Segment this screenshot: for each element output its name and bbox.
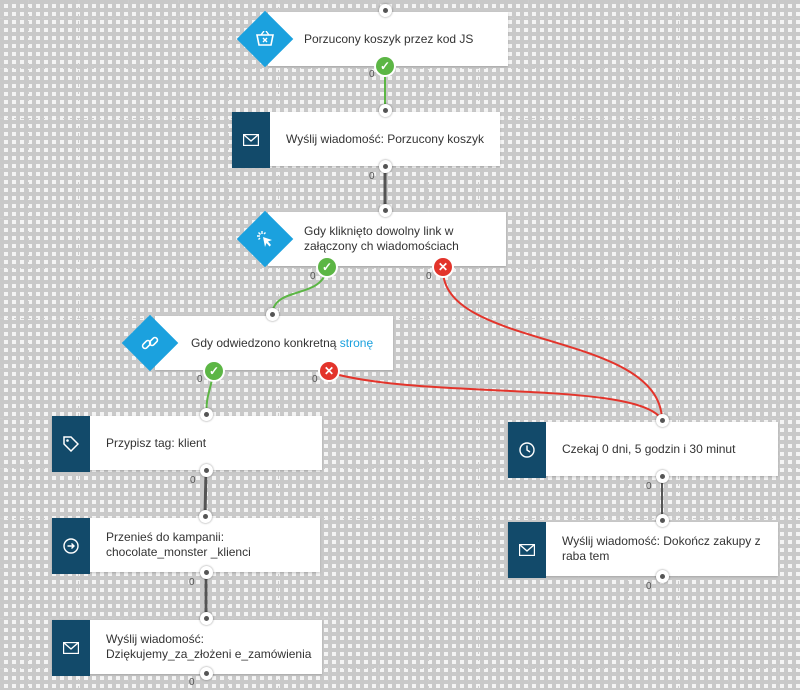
action-square [508,522,546,578]
count-label: 0 [312,374,318,385]
action-square [232,112,270,168]
node-label: Czekaj 0 dni, 5 godzin i 30 minut [562,441,736,456]
grid-line [0,268,800,269]
input-port[interactable] [379,204,392,217]
node-label-text: Gdy odwiedzono konkretną [191,335,340,350]
condition-diamond[interactable] [121,314,179,372]
yes-badge[interactable]: ✓ [376,57,394,75]
cursor-click-icon [257,231,272,247]
action-square [508,422,546,478]
node-send-finish[interactable]: Wyślij wiadomość: Dokończ zakupy z raba … [508,522,778,578]
condition-diamond[interactable] [236,210,294,268]
connector-line [327,371,663,421]
count-label: 0 [426,271,432,282]
node-label: Gdy odwiedzono konkretną stronę [191,336,383,351]
node-label: Wyślij wiadomość: Dziękujemy_za_złożeni … [106,632,312,661]
action-square [52,620,90,676]
input-port[interactable] [656,414,669,427]
count-label: 0 [646,581,652,592]
grid-line [628,0,629,690]
yes-badge[interactable]: ✓ [318,258,336,276]
input-port[interactable] [200,408,213,421]
grid-line [0,368,800,369]
count-label: 0 [369,69,375,80]
output-port[interactable] [200,464,213,477]
output-port[interactable] [656,470,669,483]
input-port[interactable] [200,612,213,625]
grid-line [728,0,729,690]
grid-line [0,668,800,669]
count-label: 0 [310,271,316,282]
node-page-visited[interactable]: Gdy odwiedzono konkretną stronę [155,316,393,370]
output-port[interactable] [200,566,213,579]
no-badge[interactable]: ✕ [320,362,338,380]
count-label: 0 [369,171,375,182]
envelope-icon [243,134,259,146]
count-label: 0 [189,677,195,688]
grid-line [478,0,479,690]
node-label: Gdy kliknięto dowolny link w załączony c… [304,224,459,253]
input-port[interactable] [379,104,392,117]
node-label: Porzucony koszyk przez kod JS [304,31,474,46]
grid-line [578,0,579,690]
grid-line [0,468,800,469]
page-link[interactable]: stronę [339,335,374,350]
action-square [52,416,90,472]
input-port[interactable] [266,308,279,321]
grid-line [678,0,679,690]
grid-line [0,518,800,519]
grid-line [778,0,779,690]
output-port[interactable] [200,667,213,680]
envelope-icon [519,544,535,556]
grid-line [78,0,79,690]
grid-line [0,618,800,619]
grid-line [428,0,429,690]
action-square [52,518,90,574]
output-port[interactable] [379,160,392,173]
node-label: Wyślij wiadomość: Porzucony koszyk [286,131,484,146]
cart-icon [256,31,274,46]
node-link-clicked[interactable]: Gdy kliknięto dowolny link w załączony c… [268,212,506,266]
grid-line [0,168,800,169]
envelope-icon [63,642,79,654]
connector-line [271,267,328,315]
count-label: 0 [646,481,652,492]
node-move-campaign[interactable]: Przenieś do kampanii: chocolate_monster … [52,518,320,574]
node-label: Wyślij wiadomość: Dokończ zakupy z raba … [562,534,761,563]
count-label: 0 [190,475,196,486]
node-wait[interactable]: Czekaj 0 dni, 5 godzin i 30 minut [508,422,778,478]
node-send-thanks[interactable]: Wyślij wiadomość: Dziękujemy_za_złożeni … [52,620,322,676]
grid-line [0,68,800,69]
arrow-circle-icon [63,538,79,554]
grid-line [28,0,29,690]
tag-icon [63,436,79,452]
grid-line [0,568,800,569]
count-label: 0 [197,374,203,385]
condition-diamond[interactable] [236,10,294,68]
link-icon [141,336,159,350]
grid-line [0,318,800,319]
node-send-abandoned-cart[interactable]: Wyślij wiadomość: Porzucony koszyk [232,112,500,168]
output-port[interactable] [656,570,669,583]
node-label: Przypisz tag: klient [106,435,207,450]
grid-line [528,0,529,690]
connector-line [441,267,663,421]
node-label: Przenieś do kampanii: chocolate_monster … [106,530,251,559]
grid-line [0,418,800,419]
connector-line [203,469,208,517]
clock-icon [519,442,535,458]
input-port[interactable] [379,4,392,17]
yes-badge[interactable]: ✓ [205,362,223,380]
input-port[interactable] [656,514,669,527]
count-label: 0 [189,577,195,588]
input-port[interactable] [199,510,212,523]
node-assign-tag[interactable]: Przypisz tag: klient [52,416,322,472]
no-badge[interactable]: ✕ [434,258,452,276]
